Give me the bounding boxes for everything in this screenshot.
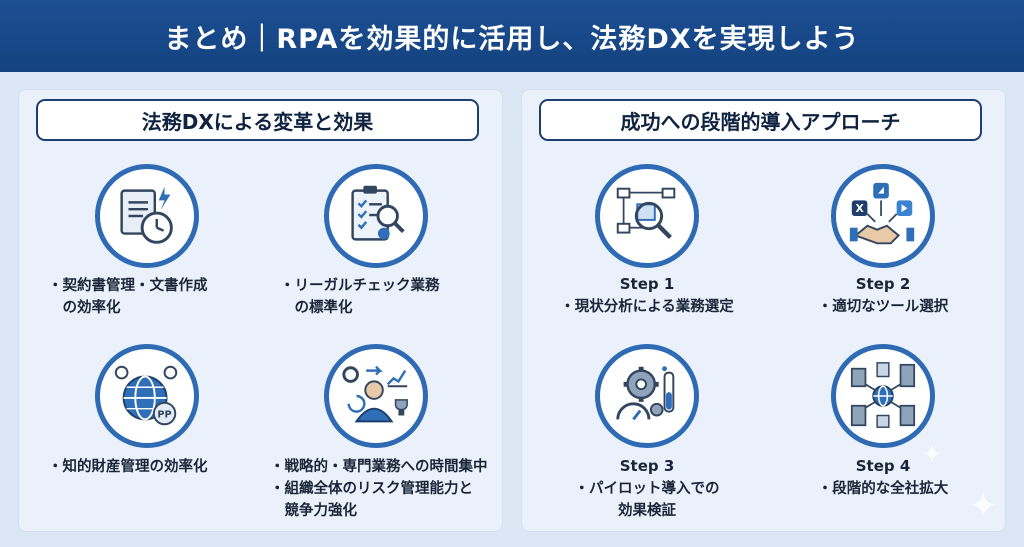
item-contract-management: ・契約書管理・文書作成 の効率化 [48,275,208,319]
item-line: ・戦略的・専門業務への時間集中 [270,459,488,475]
sparkle-icon: ✦ [968,486,999,527]
step-line: ・適切なツール選択 [817,299,949,315]
page-title: まとめ｜RPAを効果的に活用し、法務DXを実現しよう [0,0,1024,72]
globe-ip-icon: PP [95,344,199,448]
item-line: 競争力強化 [270,503,357,519]
strategy-person-icon [324,344,428,448]
step-line: 効果検証 [618,503,676,519]
step-3-label: Step 3 [619,457,675,475]
item-legal-check: ・リーガルチェック業務 の標準化 [280,275,440,319]
item-ip-management: ・知的財産管理の効率化 [48,456,208,478]
step-4-text: ・段階的な全社拡大 [768,478,998,500]
process-analysis-icon [595,164,699,268]
step-2-label: Step 2 [855,275,911,293]
item-line: ・組織全体のリスク管理能力と [270,481,473,497]
company-expansion-icon [831,344,935,448]
item-strategic-focus: ・戦略的・専門業務への時間集中 ・組織全体のリスク管理能力と 競争力強化 [270,456,488,522]
tool-handshake-icon: X [831,164,935,268]
transformation-panel: 法務DXによる変革と効果 ・契約書管理・文書作成 の効率化 [18,89,503,532]
item-line: の標準化 [280,300,353,316]
transformation-panel-title: 法務DXによる変革と効果 [36,99,479,141]
step-1-text: ・現状分析による業務選定 [532,296,762,318]
step-2-text: ・適切なツール選択 [768,296,998,318]
sparkle-icon: ✦ [921,440,943,470]
pilot-gear-icon [595,344,699,448]
svg-text:X: X [855,202,864,215]
step-1-label: Step 1 [619,275,675,293]
approach-panel: 成功への段階的導入アプローチ Step 1 ・現状分析による業務選定 X [521,89,1006,532]
step-3-text: ・パイロット導入での 効果検証 [532,478,762,522]
step-line: ・段階的な全社拡大 [817,481,949,497]
svg-text:PP: PP [157,409,171,420]
approach-panel-title: 成功への段階的導入アプローチ [539,99,982,141]
item-line: の効率化 [48,300,121,316]
step-line: ・現状分析による業務選定 [560,299,734,315]
item-line: ・契約書管理・文書作成 [48,278,208,294]
document-clock-icon [95,164,199,268]
item-line: ・知的財産管理の効率化 [48,459,208,475]
checklist-magnifier-icon [324,164,428,268]
item-line: ・リーガルチェック業務 [280,278,440,294]
step-4-label: Step 4 [855,457,911,475]
step-line: ・パイロット導入での [574,481,720,497]
